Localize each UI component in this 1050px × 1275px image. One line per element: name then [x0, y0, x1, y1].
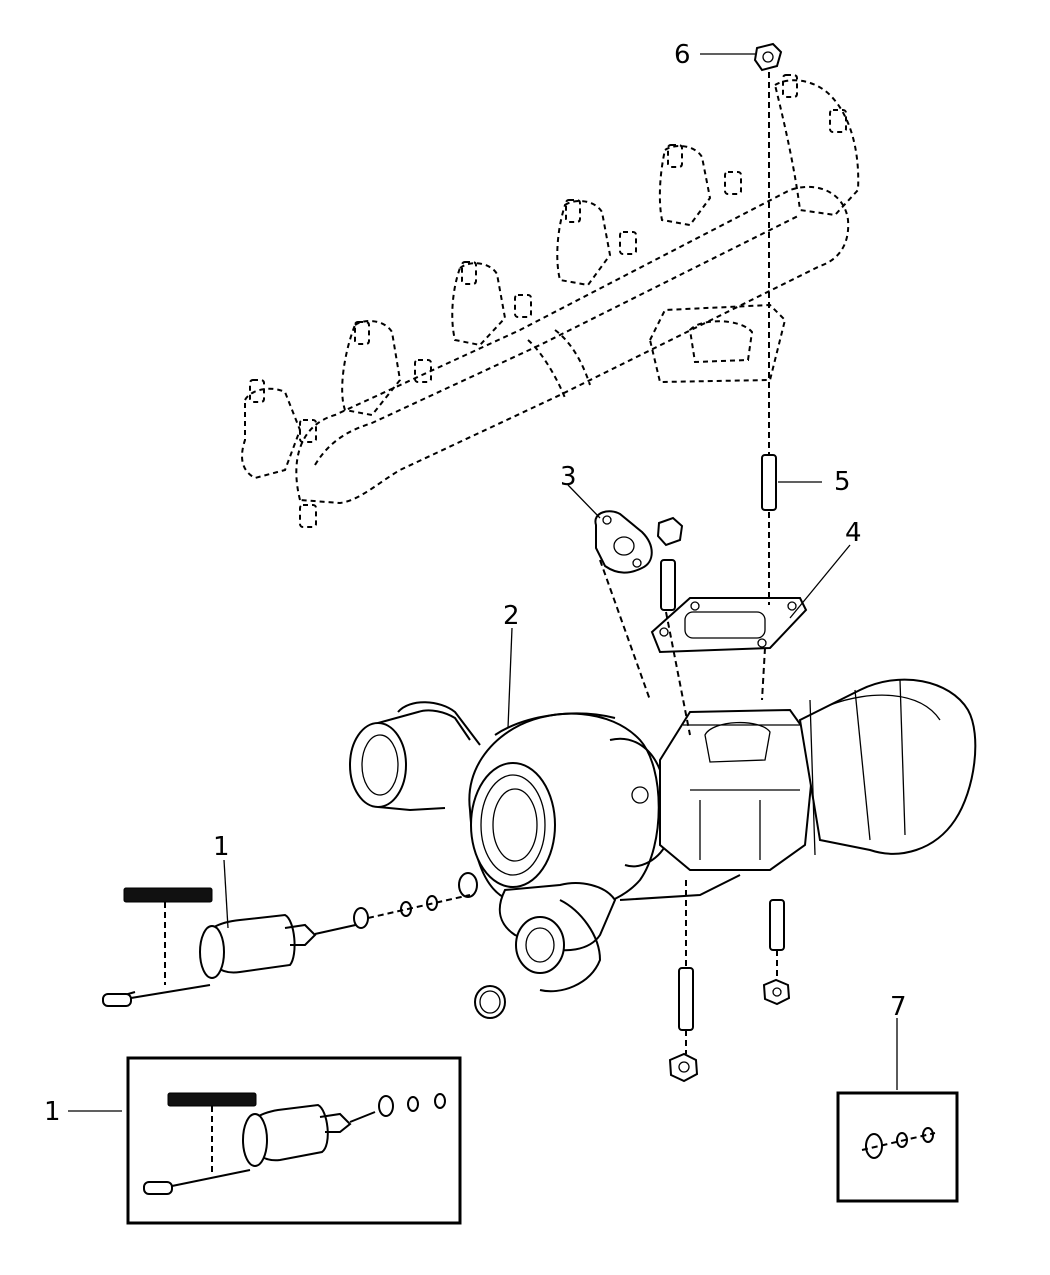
o-ring-icon — [474, 985, 506, 1019]
callout-6: 6 — [674, 40, 691, 70]
gasket-3-icon — [594, 510, 653, 574]
callout-3: 3 — [560, 462, 577, 492]
callout-1-kit: 1 — [44, 1097, 61, 1127]
callout-leaders — [68, 53, 898, 1112]
callout-5: 5 — [834, 467, 851, 497]
leader-lines — [164, 72, 778, 1054]
lower-studs-icon — [668, 899, 791, 1083]
actuator-1-icon — [102, 887, 438, 1007]
callout-7: 7 — [890, 992, 907, 1022]
callout-2: 2 — [503, 601, 520, 631]
seal-kit-box — [836, 1091, 959, 1203]
hex-nut-6-icon — [753, 42, 783, 72]
callout-4: 4 — [845, 518, 862, 548]
turbocharger-icon — [349, 678, 977, 993]
gasket-4-icon — [650, 597, 808, 654]
callout-1: 1 — [213, 832, 230, 862]
exhaust-manifold-icon — [241, 74, 860, 528]
stud-5-icon — [761, 454, 777, 511]
hex-nut-icon — [656, 516, 684, 611]
actuator-kit-box — [126, 1056, 462, 1225]
